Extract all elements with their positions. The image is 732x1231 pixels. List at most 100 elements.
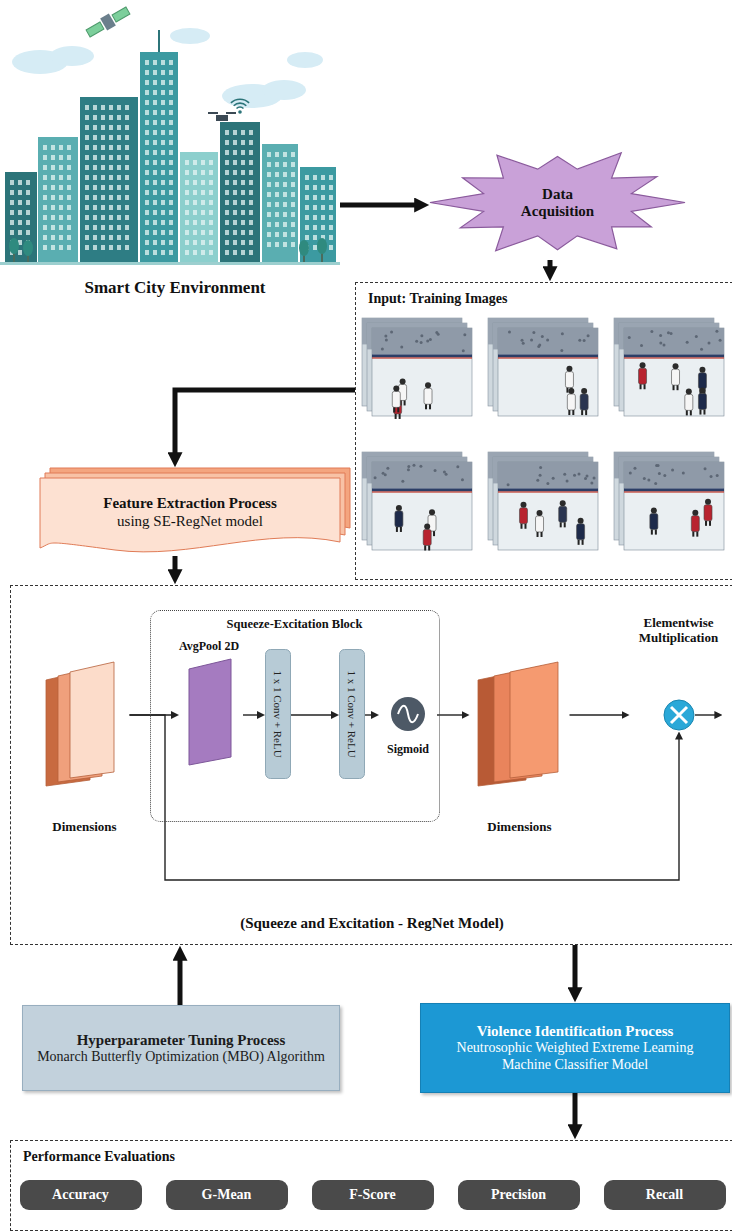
- node-label: Violence Identification Process: [433, 1022, 717, 1040]
- document-box: Feature Extraction Processusing SE-RegNe…: [40, 468, 350, 556]
- crowd-dot: [628, 336, 631, 339]
- graphic-part: [145, 70, 149, 75]
- graphic-part: [226, 112, 236, 114]
- rink-line: [624, 357, 724, 358]
- graphic-part: [305, 195, 309, 200]
- metric-pill: F-Score: [312, 1180, 434, 1210]
- graphic-part: [59, 185, 63, 190]
- graphic-part: [225, 250, 229, 255]
- graphic-part: [249, 250, 253, 255]
- graphic-part: [18, 180, 22, 185]
- graphic-part: [161, 230, 165, 235]
- node-label: Feature Extraction Process: [40, 494, 340, 512]
- graphic-part: [425, 404, 427, 409]
- graphic-part: [161, 140, 165, 145]
- graphic-part: [283, 182, 287, 187]
- graphic-part: [566, 366, 572, 372]
- graphic-part: [93, 175, 97, 180]
- graphic-part: [536, 516, 544, 532]
- hockey-frame-stack: [614, 318, 724, 416]
- graphic-part: [145, 150, 149, 155]
- crowd-dot: [659, 341, 662, 344]
- graphic-part: [51, 155, 55, 160]
- graphic-part: [283, 242, 287, 247]
- feature-map-layer: [510, 662, 558, 778]
- graphic-part: [233, 160, 237, 165]
- graphic-part: [86, 22, 104, 37]
- process-box: Hyperparameter Tuning ProcessMonarch But…: [22, 1005, 340, 1091]
- crowd-dot: [461, 478, 464, 481]
- text-holder: Dimensions: [470, 819, 570, 835]
- graphic-part: [59, 205, 63, 210]
- node-label: (Squeeze and Excitation - RegNet Model): [11, 915, 732, 932]
- graphic-part: [80, 97, 138, 262]
- graphic-part: [109, 175, 113, 180]
- graphic-part: [225, 230, 229, 235]
- graphic-part: [291, 232, 295, 237]
- graphic-part: [101, 185, 105, 190]
- graphic-part: [209, 180, 213, 185]
- graphic-part: [267, 232, 271, 237]
- graphic-part: [153, 180, 157, 185]
- graphic-part: [321, 175, 325, 180]
- player-figure: [698, 388, 706, 415]
- graphic-part: [85, 235, 89, 240]
- crowd-dot: [415, 340, 418, 343]
- text-holder: Violence Identification ProcessNeutrosop…: [421, 1022, 729, 1074]
- node-body-text: Neutrosophic Weighted Extreme Learning M…: [433, 1040, 717, 1074]
- graphic-part: [283, 222, 287, 227]
- graphic-part: [238, 110, 242, 114]
- graphic-part: [400, 378, 406, 384]
- crowd-dot: [539, 466, 542, 469]
- player-figure: [536, 510, 544, 537]
- graphic-part: [85, 105, 89, 110]
- starburst-shape: [430, 153, 685, 251]
- metric-pill: G-Mean: [166, 1180, 288, 1210]
- crowd-dot: [390, 331, 393, 334]
- graphic-part: [169, 120, 173, 125]
- graphic-part: [145, 250, 149, 255]
- graphic-part: [225, 180, 229, 185]
- graphic-part: [233, 230, 237, 235]
- node-shape: [10, 0, 340, 300]
- graphic-part: [267, 152, 271, 157]
- graphic-part: [201, 160, 205, 165]
- graphic-part: [93, 195, 97, 200]
- graphic-part: [145, 160, 149, 165]
- graphic-part: [275, 222, 279, 227]
- graphic-part: [43, 195, 47, 200]
- graphic-part: [520, 524, 522, 529]
- rink-line: [372, 491, 472, 492]
- graphic-part: [321, 185, 325, 190]
- graphic-part: [249, 200, 253, 205]
- graphic-part: [209, 200, 213, 205]
- graphic-part: [237, 107, 244, 108]
- player-figure: [567, 388, 575, 415]
- crowd-dot: [658, 472, 661, 475]
- graphic-part: [145, 90, 149, 95]
- graphic-part: [704, 505, 712, 521]
- graphic-part: [220, 122, 260, 262]
- crowd-dot: [662, 343, 665, 346]
- graphic-part: [125, 165, 129, 170]
- graphic-part: [59, 165, 63, 170]
- graphic-part: [140, 52, 178, 262]
- graphic-part: [169, 200, 173, 205]
- feature-map-stack: Dimensions: [40, 660, 130, 835]
- graphic-part: [145, 180, 149, 185]
- graphic-part: [397, 407, 399, 412]
- graphic-part: [233, 180, 237, 185]
- graphic-part: [169, 140, 173, 145]
- graphic-part: [267, 202, 271, 207]
- graphic-part: [145, 220, 149, 225]
- graphic-part: [26, 200, 30, 205]
- graphic-part: [393, 407, 395, 412]
- graphic-part: [161, 210, 165, 215]
- graphic-part: [233, 130, 237, 135]
- crowd-dot: [546, 338, 549, 341]
- graphic-part: [267, 222, 271, 227]
- graphic-part: [101, 195, 105, 200]
- graphic-part: [234, 103, 247, 106]
- crowd-dot: [384, 334, 387, 337]
- graphic-part: [249, 140, 253, 145]
